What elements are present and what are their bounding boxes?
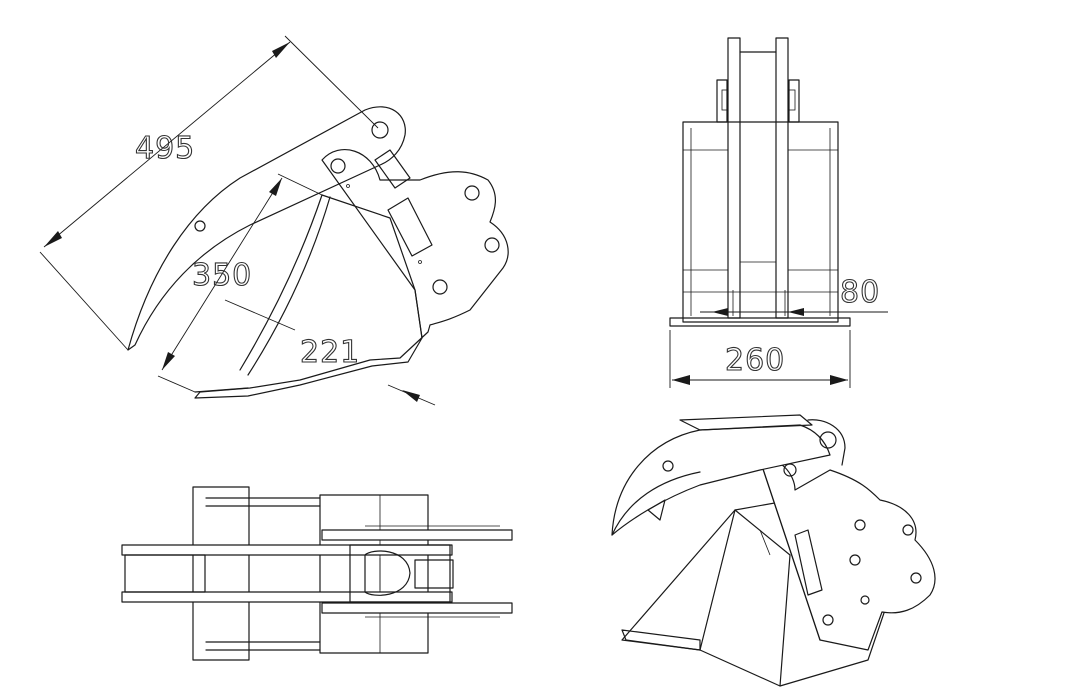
front-view: 80 260 [669,37,888,388]
top-view [121,486,513,661]
dim-offset: 80 [840,275,880,310]
dim-overall-length: 495 [135,131,195,166]
dim-bucket-depth: 350 [192,258,252,293]
dim-lip-width: 221 [300,335,360,370]
dim-width: 260 [725,343,785,378]
isometric-view [611,414,936,687]
side-view: 495 350 221 [39,35,509,406]
